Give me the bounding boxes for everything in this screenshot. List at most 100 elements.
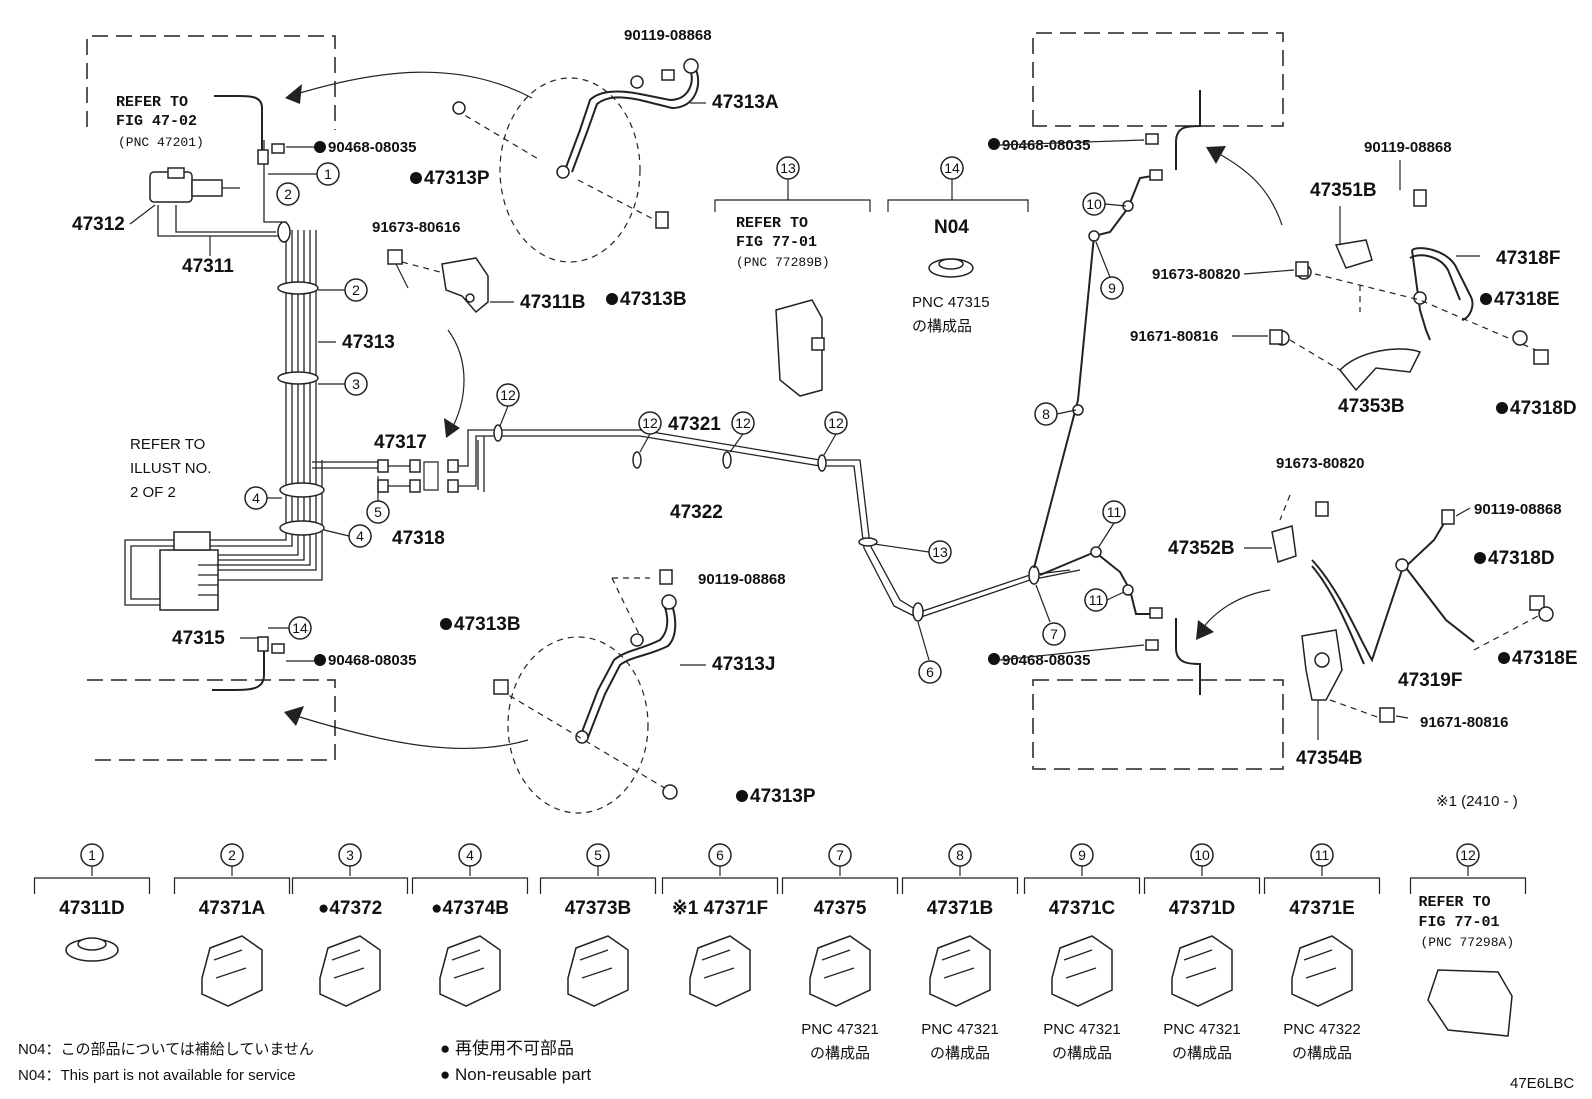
label-90119-b: 90119-08868 xyxy=(698,571,786,588)
svg-text:13: 13 xyxy=(932,544,948,560)
union-bottom-right xyxy=(1149,607,1163,619)
bolt-47313B-top-icon xyxy=(655,211,669,229)
bolt-90468-b-icon xyxy=(271,643,285,654)
hose-47313J xyxy=(575,594,677,744)
legend-item-6: 6※1 47371F xyxy=(661,843,779,1007)
footnote-n04-jp: N04：この部品については補給していません xyxy=(18,1041,314,1058)
label-91673-80820-b: 91673-80820 xyxy=(1276,455,1364,472)
rear-pipe-lower xyxy=(1039,550,1150,615)
label-47318F: 47318F xyxy=(1496,248,1560,269)
bracket-47353B xyxy=(1274,330,1422,392)
label-90119-c: 90119-08868 xyxy=(1364,139,1452,156)
svg-text:12: 12 xyxy=(828,415,844,431)
bracket-13 xyxy=(714,199,871,212)
legend-num: 3 xyxy=(346,847,354,863)
callout-1: 1 xyxy=(316,162,340,186)
svg-text:9: 9 xyxy=(1108,280,1116,296)
callouts: 1 2 2 3 4 4 5 6 7 8 9 10 11 11 12 12 12 … xyxy=(244,156,1127,684)
leader-rear-top xyxy=(1289,273,1537,371)
callout-3: 3 xyxy=(344,372,368,396)
callout-12c: 12 xyxy=(731,411,755,435)
label-91673-80820-a: 91673-80820 xyxy=(1152,266,1240,283)
label-47313B-top: 47313B xyxy=(620,289,687,310)
bolt-47318D-top-icon xyxy=(1533,349,1549,365)
clip-11b xyxy=(1122,584,1134,596)
svg-text:2: 2 xyxy=(352,282,360,298)
leader-rear-bot xyxy=(1279,494,1541,719)
center-clips xyxy=(493,424,1040,622)
svg-text:REFER TO: REFER TO xyxy=(130,436,205,453)
label-47311B: 47311B xyxy=(520,292,586,313)
svg-text:12: 12 xyxy=(642,415,658,431)
nonreusable-dots xyxy=(314,138,1510,802)
legend-code: 47371B xyxy=(927,898,994,919)
bolt-47313B-bot-icon xyxy=(493,679,509,695)
label-47319F: 47319F xyxy=(1398,670,1462,691)
callout-11a: 11 xyxy=(1102,500,1126,524)
svg-text:REFER TO: REFER TO xyxy=(736,215,808,232)
clip-icon xyxy=(689,935,751,1007)
bolt-90119-bot-icon xyxy=(659,569,673,585)
label-47312: 47312 xyxy=(72,214,125,235)
legend-note: の構成品 xyxy=(1052,1045,1112,1062)
arrowhead-clip xyxy=(444,418,460,438)
hose-47313A xyxy=(556,58,700,179)
part-77289B-icon xyxy=(775,299,825,397)
callout-14a: 14 xyxy=(288,616,312,640)
clip-icon xyxy=(1171,935,1233,1007)
callout-7: 7 xyxy=(1042,622,1066,646)
svg-text:11: 11 xyxy=(1107,504,1122,520)
clip-8 xyxy=(1072,404,1084,416)
label-47313P-bot: 47313P xyxy=(750,786,816,807)
diagram-id: 47E6LBC xyxy=(1510,1075,1574,1092)
callout-12a: 12 xyxy=(496,383,520,407)
callout-4b: 4 xyxy=(348,524,372,548)
legend-note: PNC 47321 xyxy=(1163,1021,1241,1038)
svg-text:1: 1 xyxy=(324,166,332,182)
label-47317: 47317 xyxy=(374,432,427,453)
label-47354B: 47354B xyxy=(1296,748,1363,769)
ref-47-02-label: REFER TO FIG 47-02 (PNC 47201) xyxy=(116,94,204,150)
label-47313P-top: 47313P xyxy=(424,168,490,189)
label-91673-80616: 91673-80616 xyxy=(372,219,460,236)
callout-8: 8 xyxy=(1034,402,1058,426)
label-47351B: 47351B xyxy=(1310,180,1377,201)
svg-text:10: 10 xyxy=(1086,196,1102,212)
callout-9: 9 xyxy=(1100,276,1124,300)
legend-code: 47373B xyxy=(565,898,632,919)
legend-num: 9 xyxy=(1078,847,1086,863)
arrowhead-top-right xyxy=(1206,146,1226,164)
ref-box-bottom-right xyxy=(1032,679,1284,770)
legend-num: 5 xyxy=(594,847,602,863)
legend-num: 7 xyxy=(836,847,844,863)
label-90468-b: 90468-08035 xyxy=(328,652,416,669)
callout-2a: 2 xyxy=(276,182,300,206)
legend-code: ●47372 xyxy=(318,898,382,919)
main-tube-bundle xyxy=(124,140,380,606)
legend-num: 6 xyxy=(716,847,724,863)
center-pipes-47321-47322 xyxy=(458,429,1081,619)
legend-code: 47311D xyxy=(59,898,125,919)
svg-text:12: 12 xyxy=(735,415,751,431)
washer-47318E-bot-icon xyxy=(1538,606,1554,622)
callout-13a: 13 xyxy=(928,540,952,564)
label-47311: 47311 xyxy=(182,256,234,277)
legend-num: 8 xyxy=(956,847,964,863)
svg-text:12: 12 xyxy=(500,387,516,403)
legend-code: 47371A xyxy=(199,898,266,919)
ref-box-bottom-left xyxy=(87,679,336,761)
grommet-N04-icon xyxy=(928,258,974,278)
callout-2b: 2 xyxy=(344,278,368,302)
footnote-n04-en: N04：This part is not available for servi… xyxy=(18,1067,296,1084)
label-47321: 47321 xyxy=(668,414,721,435)
label-47318D-top: 47318D xyxy=(1510,398,1577,419)
svg-text:(PNC 77289B): (PNC 77289B) xyxy=(736,255,830,270)
legend-note: PNC 47321 xyxy=(801,1021,879,1038)
callout-10a: 10 xyxy=(1082,192,1106,216)
bolt-90468-d-icon xyxy=(1145,639,1159,651)
callout-14b: 14 xyxy=(940,156,964,180)
actuator-47315 xyxy=(159,531,219,611)
